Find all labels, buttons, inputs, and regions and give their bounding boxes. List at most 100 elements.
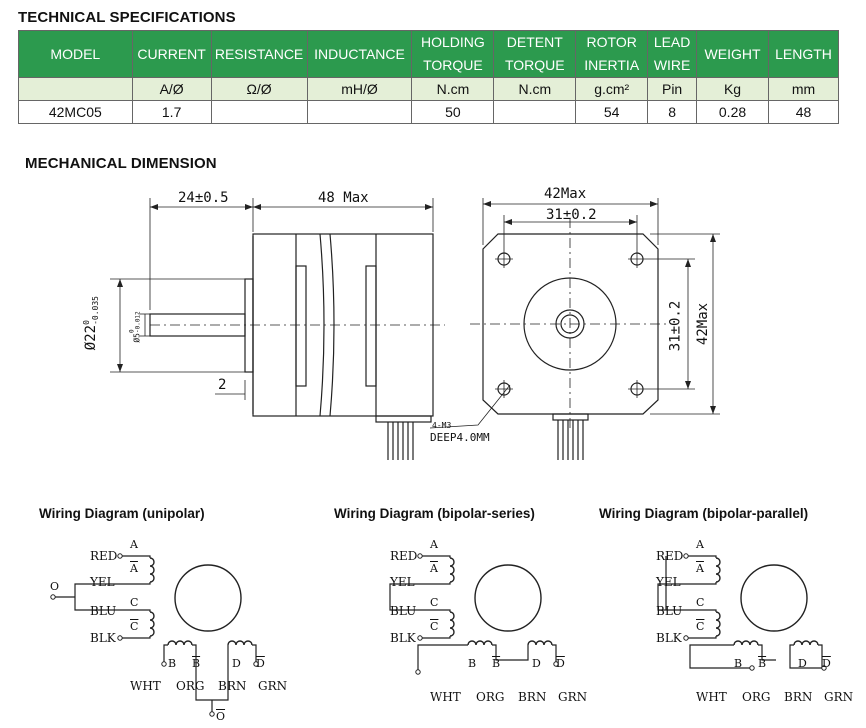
wire-label-org: ORG — [742, 690, 771, 704]
spec-unit-cell — [18, 77, 133, 101]
spec-header-cell: RESISTANCE — [210, 30, 308, 78]
terminal-dot — [117, 635, 123, 641]
spec-header-text: INERTIA — [584, 57, 640, 73]
terminal-dot — [683, 553, 689, 559]
front-lead-wires — [557, 420, 584, 460]
winding-coil — [715, 557, 721, 583]
terminal-dot — [417, 553, 423, 559]
wire-line — [688, 636, 717, 639]
spec-value-cell: 8 — [647, 100, 698, 124]
wire-label-brn: BRN — [218, 679, 247, 693]
wire-label-obar: O — [216, 710, 226, 723]
wire-label-dbar: D — [822, 657, 831, 670]
wire-label-wht: WHT — [696, 690, 727, 704]
wire-label-b: B — [468, 657, 477, 670]
shaft-circle — [555, 309, 585, 339]
wire-label-brn: BRN — [784, 690, 813, 704]
terminal-dot — [161, 661, 167, 667]
shaft-tolerance: 0-0.012 — [128, 311, 142, 334]
winding-coil — [167, 640, 193, 646]
winding-coil — [715, 611, 721, 637]
motor-shaft — [149, 313, 246, 337]
wire-label-yel: YEL — [90, 575, 115, 589]
terminal-dot — [117, 553, 123, 559]
dim-hole-spacing-vertical: 31±0.2 — [667, 300, 684, 352]
wire-label-d: D — [532, 657, 541, 670]
wire-line — [688, 555, 717, 558]
spec-value-cell: 42MC05 — [18, 100, 133, 124]
wire-label-red: RED — [90, 549, 118, 563]
wire-label-a: A — [430, 538, 438, 551]
wire-label-a: A — [130, 538, 138, 551]
wire-label-red: RED — [656, 549, 684, 563]
spec-header-text: CURRENT — [137, 45, 206, 62]
spec-header-text: WEIGHT — [704, 45, 761, 62]
tech-spec-title: TECHNICAL SPECIFICATIONS — [18, 9, 236, 26]
wire-label-dbar: D — [556, 657, 565, 670]
spec-header-text: INDUCTANCE — [314, 45, 405, 62]
spec-unit-cell: mH/Ø — [306, 77, 413, 101]
terminal-dot — [209, 711, 215, 717]
spec-value-cell: 0.28 — [696, 100, 769, 124]
terminal-dot — [683, 635, 689, 641]
wiring-parallel-title: Wiring Diagram (bipolar-parallel) — [599, 506, 809, 521]
spec-header-text: WIRE — [653, 57, 691, 73]
terminal-dot — [415, 669, 421, 675]
wire-label-d: D — [798, 657, 807, 670]
wire-line — [422, 555, 451, 558]
pilot-dia-label: Ø22 — [83, 324, 100, 351]
terminal-dot — [50, 594, 56, 600]
wire-label-brn: BRN — [518, 690, 547, 704]
spec-header-cell: MODEL — [18, 30, 133, 78]
spec-header-text: LENGTH — [775, 45, 832, 62]
winding-coil — [449, 611, 455, 637]
wire-label-blu: BLU — [656, 604, 683, 618]
wire-label-o: O — [50, 580, 60, 593]
winding-coil — [149, 557, 155, 583]
motor-flange-front — [482, 233, 659, 415]
wire-label-red: RED — [390, 549, 418, 563]
wire-label-grn: GRN — [824, 690, 854, 704]
terminal-dot — [417, 635, 423, 641]
spec-header-text: MODEL — [50, 45, 101, 62]
pilot-circle — [523, 277, 617, 371]
wiring-unipolar-title: Wiring Diagram (unipolar) — [39, 506, 205, 521]
spec-header-cell: WEIGHT — [696, 30, 769, 78]
motor-body-side — [252, 233, 434, 417]
spec-value-cell: 48 — [767, 100, 840, 124]
shaft-tol-lower: -0.012 — [134, 311, 142, 334]
winding-coil — [527, 640, 553, 646]
wire-label-blu: BLU — [90, 604, 117, 618]
spec-header-cell: LEAD WIRE — [647, 30, 698, 78]
dim-flange-thickness: 2 — [218, 377, 227, 393]
spec-value-cell: 1.7 — [131, 100, 212, 124]
wire-line — [417, 644, 468, 670]
spec-header-cell: INDUCTANCE — [306, 30, 413, 78]
spec-header-text: LEAD — [653, 34, 691, 50]
wire-label-blk: BLK — [90, 631, 116, 645]
wire-label-blk: BLK — [390, 631, 416, 645]
spec-header-text: HOLDING — [421, 34, 485, 50]
hole-spec: 4-M3 — [432, 421, 452, 430]
wire-label-abar: A — [696, 562, 704, 575]
wire-label-cbar: C — [696, 620, 705, 633]
shaft-dia-label: Ø5 — [132, 333, 142, 343]
dim-hole-spacing: 31±0.2 — [546, 207, 597, 223]
dim-shaft-length: 24±0.5 — [178, 190, 229, 206]
mount-holes — [495, 250, 646, 398]
wire-label-c: C — [696, 596, 705, 609]
dim-flange-width: 42Max — [544, 186, 587, 202]
wire-label-yel: YEL — [656, 575, 681, 589]
wire-label-abar: A — [130, 562, 138, 575]
wire-label-wht: WHT — [430, 690, 461, 704]
wire-label-b: B — [734, 657, 743, 670]
wire-line — [689, 644, 752, 669]
wire-label-c: C — [130, 596, 139, 609]
spec-unit-cell: Kg — [696, 77, 769, 101]
pilot-tol-upper: 0 — [81, 320, 91, 325]
wire-label-yel: YEL — [390, 575, 415, 589]
winding-coil — [449, 557, 455, 583]
